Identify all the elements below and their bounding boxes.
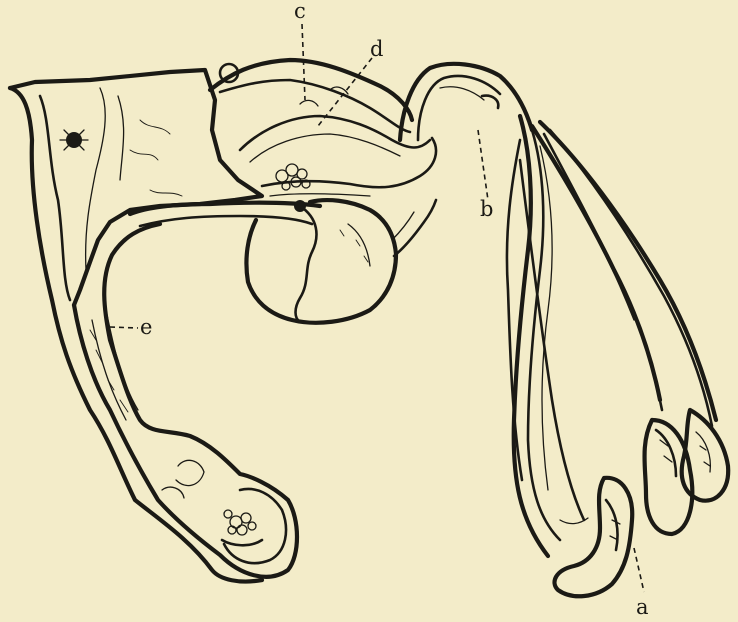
label-a: a (636, 595, 649, 619)
label-e: e (140, 315, 152, 339)
leader-a (634, 548, 644, 592)
leader-e (110, 327, 138, 328)
leader-b (478, 130, 488, 200)
leader-lines (110, 24, 644, 592)
granular-mass-lower (222, 510, 262, 545)
leader-d (318, 58, 372, 126)
label-b: b (480, 197, 493, 221)
right-arch (400, 64, 532, 140)
central-sac (130, 200, 436, 323)
right-bulbs (555, 410, 729, 596)
left-lobe (10, 70, 262, 582)
label-c: c (294, 0, 306, 23)
granular-mass-upper (276, 164, 310, 190)
duct-e (74, 224, 297, 577)
label-d: d (370, 37, 383, 61)
